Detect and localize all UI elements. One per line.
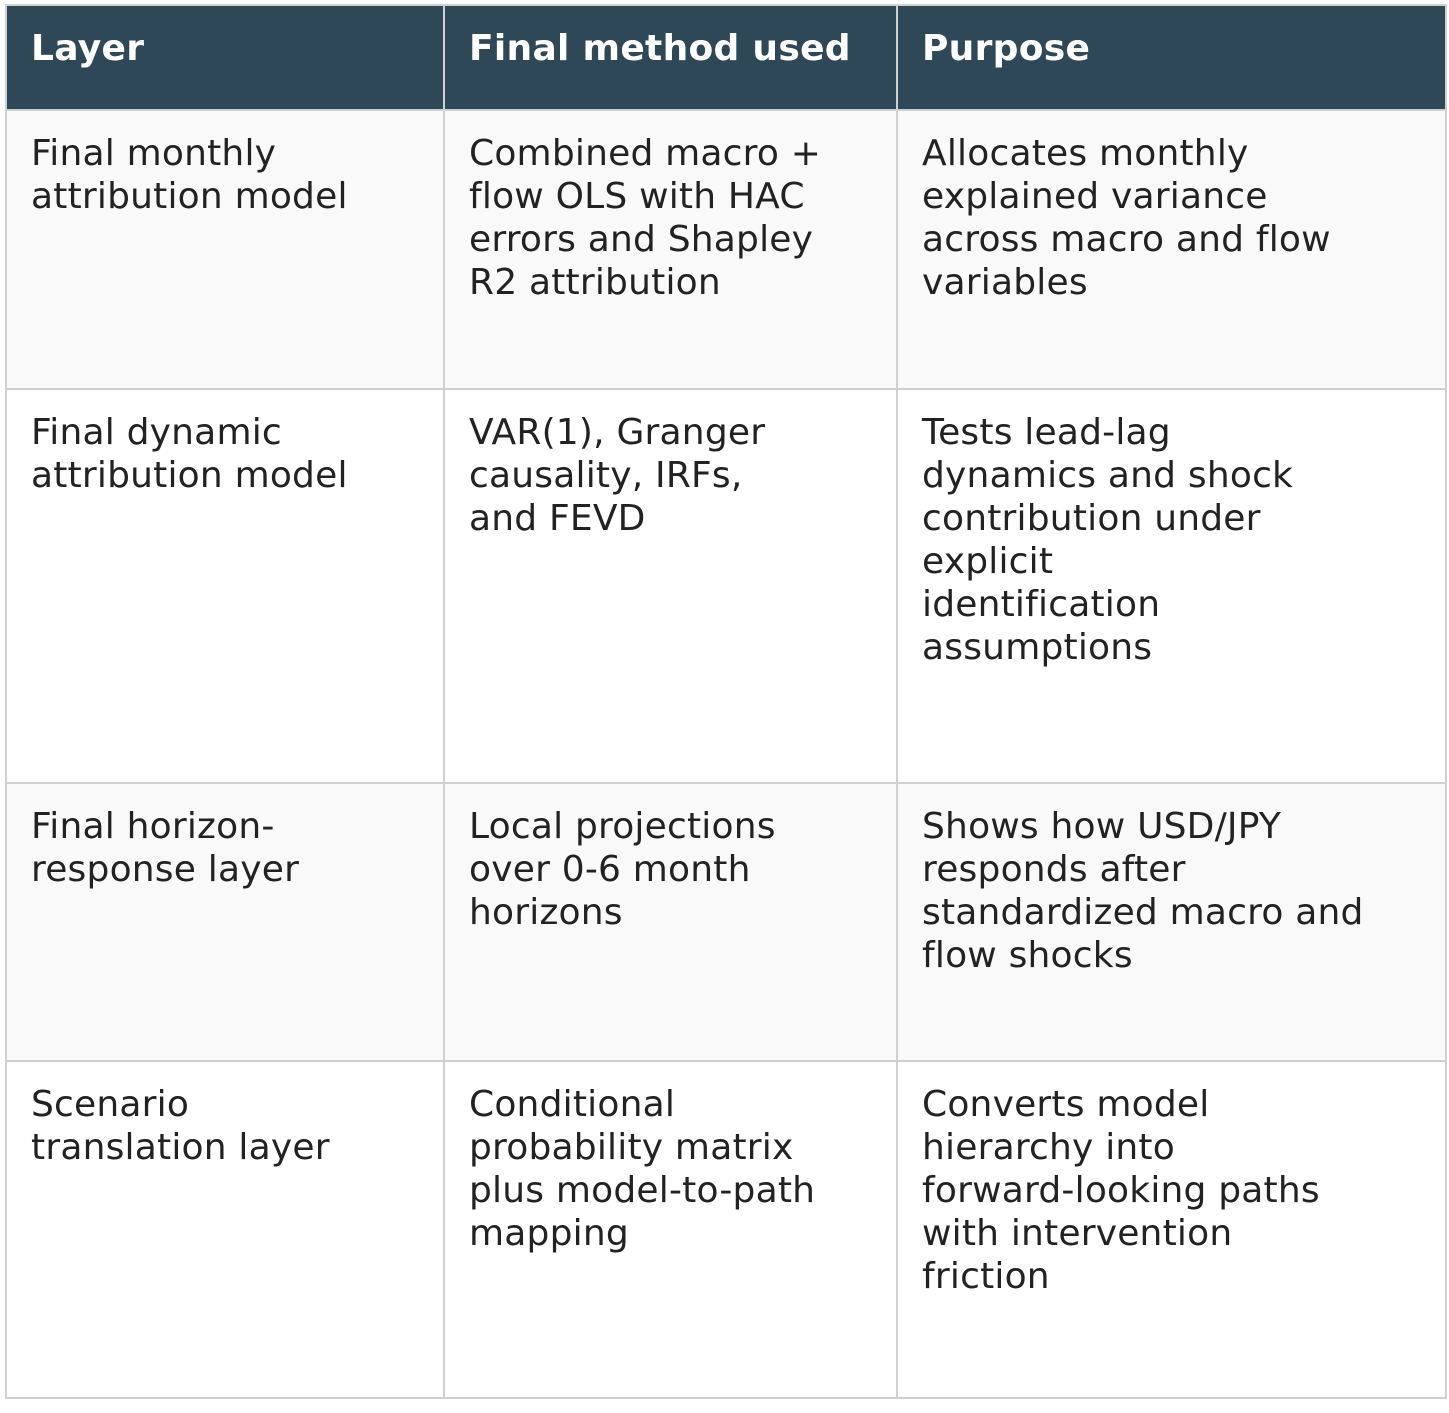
cell-purpose: Tests lead-lag dynamics and shock contri… (896, 388, 1447, 784)
cell-method: Conditional probability matrix plus mode… (443, 1060, 898, 1399)
cell-method: VAR(1), Granger causality, IRFs, and FEV… (443, 388, 898, 784)
table-row: Final dynamic attribution model VAR(1), … (5, 388, 1447, 784)
header-layer: Layer (5, 4, 445, 111)
cell-layer: Final dynamic attribution model (5, 388, 445, 784)
cell-purpose: Converts model hierarchy into forward-lo… (896, 1060, 1447, 1399)
cell-method: Local projections over 0-6 month horizon… (443, 782, 898, 1062)
cell-layer: Final monthly attribution model (5, 109, 445, 390)
cell-purpose: Allocates monthly explained variance acr… (896, 109, 1447, 390)
cell-layer: Final horizon- response layer (5, 782, 445, 1062)
methods-table: Layer Final method used Purpose Final mo… (5, 4, 1447, 1399)
table-header-row: Layer Final method used Purpose (5, 4, 1447, 111)
cell-method: Combined macro + flow OLS with HAC error… (443, 109, 898, 390)
table-row: Scenario translation layer Conditional p… (5, 1060, 1447, 1399)
cell-purpose: Shows how USD/JPY responds after standar… (896, 782, 1447, 1062)
table-row: Final monthly attribution model Combined… (5, 109, 1447, 390)
header-purpose: Purpose (896, 4, 1447, 111)
cell-layer: Scenario translation layer (5, 1060, 445, 1399)
header-final-method-used: Final method used (443, 4, 898, 111)
table-row: Final horizon- response layer Local proj… (5, 782, 1447, 1062)
